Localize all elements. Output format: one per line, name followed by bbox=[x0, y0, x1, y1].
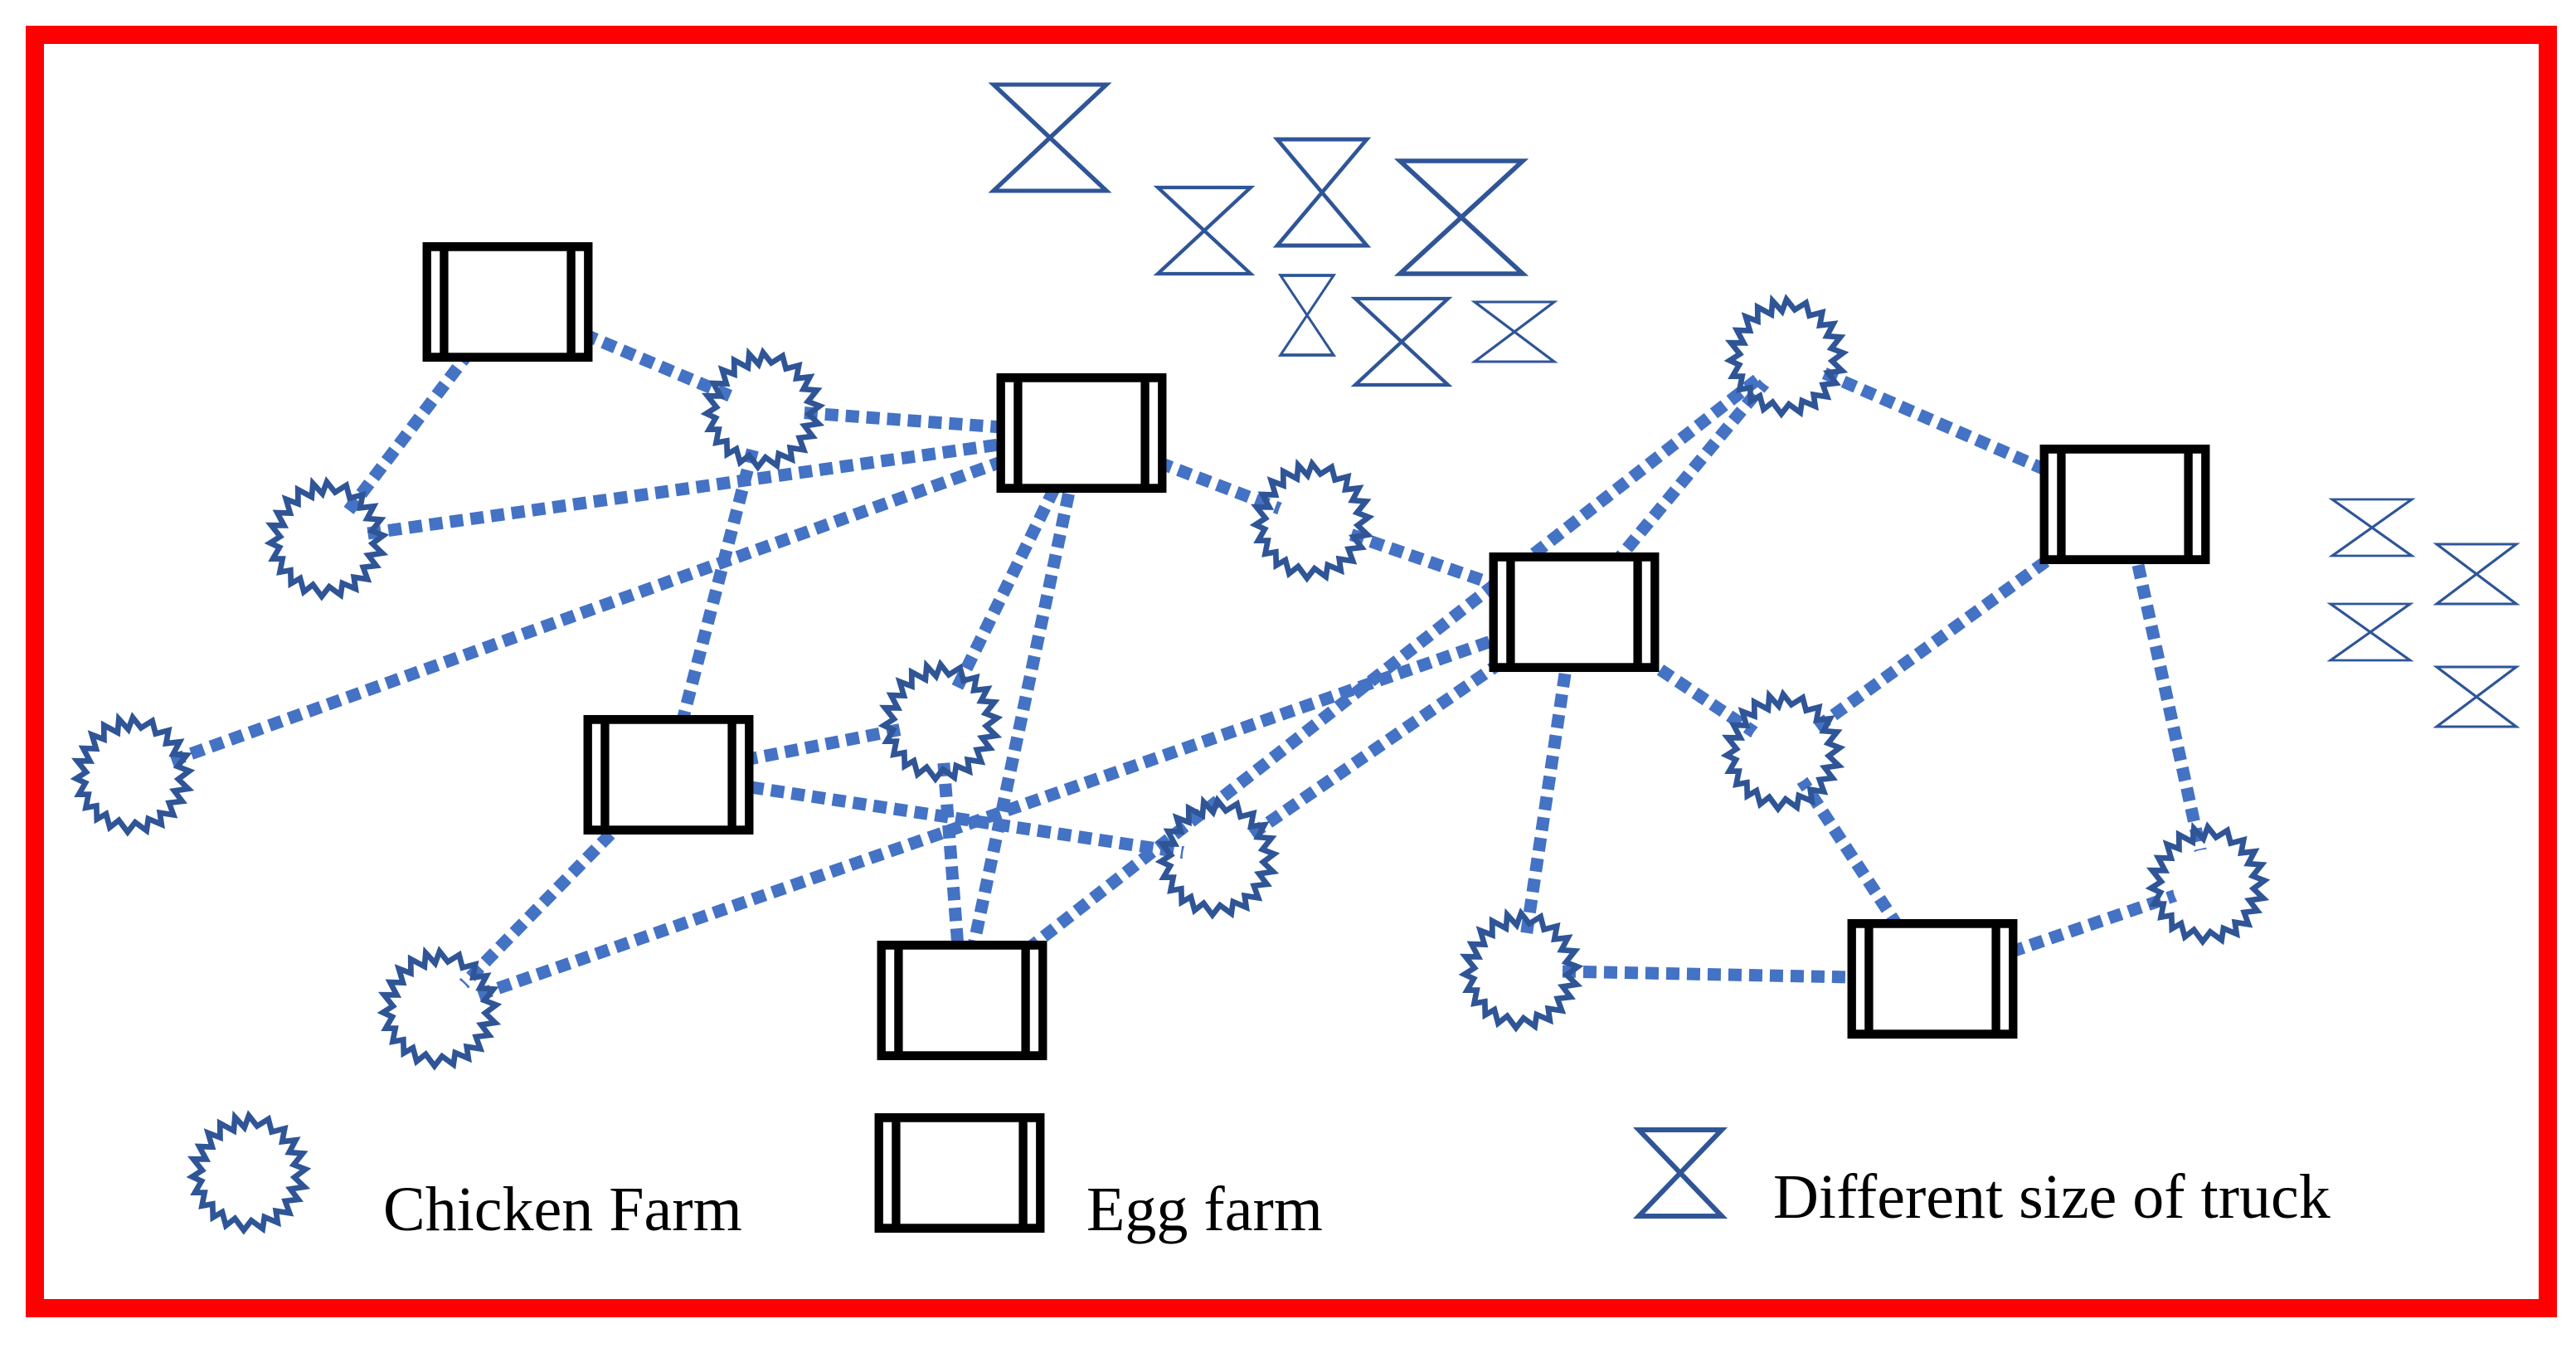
chicken-farm-node-c2 bbox=[707, 353, 820, 467]
link-e4-c9 bbox=[1514, 611, 1581, 972]
truck-icon-5 bbox=[1279, 274, 1335, 357]
truck-icon-7 bbox=[1473, 300, 1556, 363]
link-e7-c11 bbox=[2118, 503, 2214, 886]
chicken-farm-node-c10 bbox=[1727, 694, 1840, 809]
truck-icon-9 bbox=[2435, 543, 2518, 606]
link-e2-c7 bbox=[667, 768, 1219, 864]
legend bbox=[192, 1116, 1728, 1230]
chicken-farm-node-c4 bbox=[884, 664, 998, 779]
link-c3-e3 bbox=[130, 426, 1084, 781]
legend-egg-farm-label: Egg farm bbox=[1086, 1175, 1323, 1244]
legend-egg-farm-icon bbox=[879, 1117, 1041, 1228]
truck-icon-3 bbox=[1277, 139, 1367, 246]
link-c1-e3 bbox=[325, 426, 1083, 546]
egg-farm-node-e1 bbox=[427, 246, 589, 357]
link-c2-e2 bbox=[662, 408, 770, 776]
truck-icon-4 bbox=[1400, 161, 1523, 274]
egg-farm-node-e7 bbox=[2044, 449, 2206, 559]
legend-chicken-farm-label: Chicken Farm bbox=[383, 1175, 742, 1244]
link-c6-e4 bbox=[437, 606, 1577, 1015]
link-c2-e3 bbox=[762, 403, 1082, 440]
legend-truck-icon bbox=[1632, 1127, 1728, 1219]
link-e3-e5 bbox=[955, 431, 1088, 1002]
chicken-farm-node-c7 bbox=[1161, 801, 1275, 915]
chicken-farm-node-c5 bbox=[1256, 464, 1369, 578]
link-e5-c8 bbox=[958, 352, 1791, 1005]
truck-icon-8 bbox=[2331, 498, 2413, 557]
egg-farm-node-e5 bbox=[882, 945, 1043, 1055]
chicken-farm-node-c1 bbox=[270, 482, 384, 596]
egg-farm-node-e6 bbox=[1852, 923, 2014, 1034]
egg-farm-node-e4 bbox=[1494, 557, 1655, 667]
truck-icon-6 bbox=[1355, 299, 1448, 385]
truck-icon-10 bbox=[2329, 602, 2412, 662]
legend-hourglass-shape bbox=[1632, 1127, 1728, 1219]
nodes-layer bbox=[76, 246, 2265, 1066]
trucks-layer bbox=[994, 85, 2518, 728]
egg-farm-node-e3 bbox=[1001, 377, 1163, 488]
links-layer bbox=[130, 296, 2214, 1015]
frame-border bbox=[26, 26, 2557, 1317]
chicken-farm-node-c11 bbox=[2151, 827, 2265, 942]
chicken-farm-node-c3 bbox=[76, 718, 190, 832]
truck-icon-1 bbox=[994, 85, 1106, 191]
truck-icon-2 bbox=[1158, 187, 1251, 274]
egg-farm-node-e2 bbox=[588, 719, 750, 830]
legend-truck-label: Different size of truck bbox=[1773, 1162, 2331, 1232]
truck-icon-11 bbox=[2435, 665, 2518, 728]
link-c10-e7 bbox=[1779, 499, 2129, 757]
legend-chicken-farm-icon bbox=[192, 1116, 306, 1230]
